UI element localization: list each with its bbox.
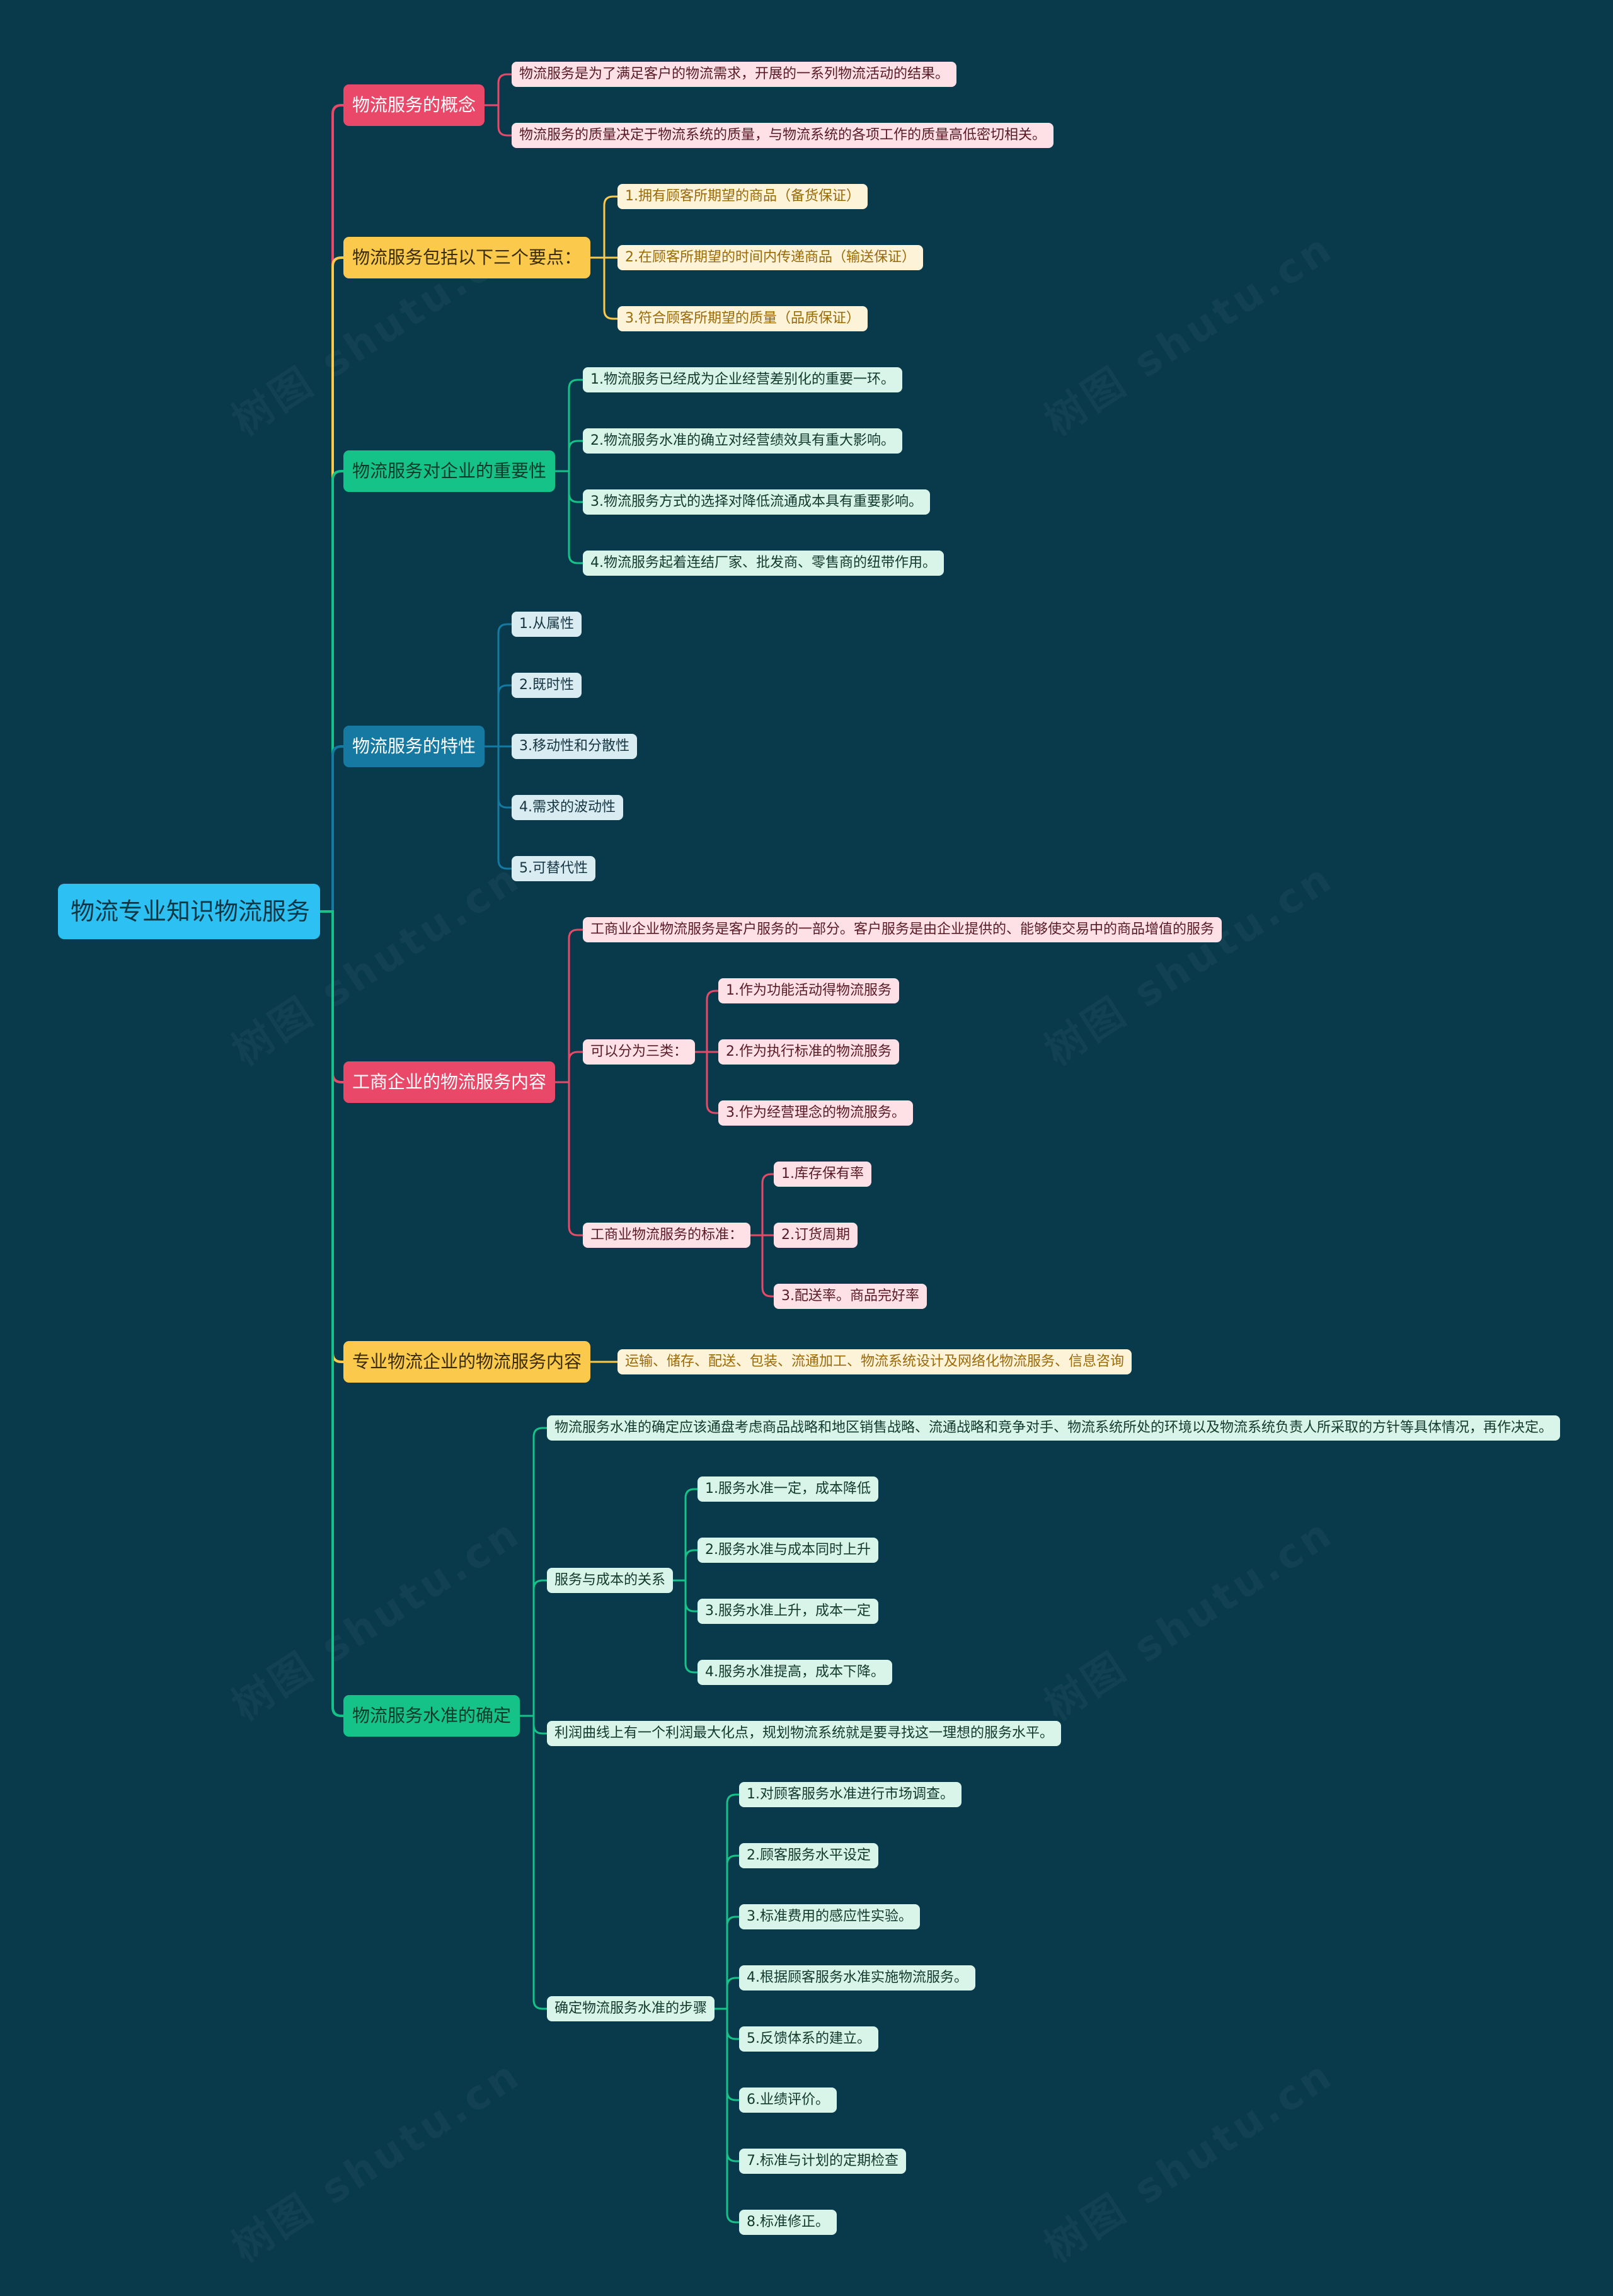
- branch-5-child-2-item-2[interactable]: 2.作为执行标准的物流服务: [718, 1039, 899, 1065]
- branch-7-child-4-item-4[interactable]: 4.根据顾客服务水准实施物流服务。: [739, 1965, 975, 1990]
- connector-line: [750, 1234, 774, 1298]
- connector-line: [320, 256, 343, 913]
- connector-line: [555, 470, 583, 564]
- branch-7-child-3[interactable]: 利润曲线上有一个利润最大化点，规划物流系统就是要寻找这一理想的服务水平。: [547, 1721, 1062, 1746]
- branch-7-child-4-item-2[interactable]: 2.顾客服务水平设定: [739, 1843, 878, 1868]
- connector-line: [485, 623, 512, 748]
- branch-7-child-2-item-1[interactable]: 1.服务水准一定，成本降低: [697, 1476, 878, 1502]
- branch-5-child-3-item-3[interactable]: 3.配送率。商品完好率: [774, 1284, 927, 1309]
- branch-2-child-1[interactable]: 1.拥有顾客所期望的商品（备货保证）: [617, 184, 868, 209]
- connector-line: [555, 928, 583, 1083]
- connector-line: [320, 104, 343, 913]
- branch-node-2[interactable]: 物流服务包括以下三个要点：: [343, 237, 591, 278]
- connector-line: [715, 1977, 739, 2010]
- connector-line: [695, 990, 718, 1053]
- branch-7-child-4-item-1[interactable]: 1.对顾客服务水准进行市场调查。: [739, 1782, 961, 1807]
- branch-node-7[interactable]: 物流服务水准的确定: [343, 1695, 520, 1737]
- connector-line: [485, 104, 512, 137]
- branch-7-child-4-item-7[interactable]: 7.标准与计划的定期检查: [739, 2149, 906, 2174]
- branch-3-child-1[interactable]: 1.物流服务已经成为企业经营差别化的重要一环。: [583, 367, 902, 392]
- connector-line: [320, 470, 343, 913]
- branch-4-child-3[interactable]: 3.移动性和分散性: [512, 734, 637, 759]
- branch-node-3[interactable]: 物流服务对企业的重要性: [343, 450, 556, 492]
- branch-5-child-3-item-2[interactable]: 2.订货周期: [774, 1223, 858, 1248]
- connector-line: [520, 1579, 547, 1717]
- connector-line: [320, 910, 343, 1717]
- connector-line: [320, 745, 343, 913]
- branch-1-child-2[interactable]: 物流服务的质量决定于物流系统的质量，与物流系统的各项工作的质量高低密切相关。: [512, 123, 1054, 148]
- branch-5-child-2[interactable]: 可以分为三类：: [583, 1039, 696, 1065]
- connector-line: [590, 195, 617, 259]
- connector-line: [695, 1051, 718, 1114]
- branch-5-child-2-item-3[interactable]: 3.作为经营理念的物流服务。: [718, 1100, 913, 1126]
- branch-7-child-4-item-3[interactable]: 3.标准费用的感应性实验。: [739, 1904, 920, 1929]
- branch-7-child-2[interactable]: 服务与成本的关系: [547, 1568, 674, 1593]
- branch-node-4[interactable]: 物流服务的特性: [343, 726, 485, 767]
- connector-line: [485, 73, 512, 106]
- connector-line: [520, 1427, 547, 1717]
- connector-line: [673, 1488, 697, 1582]
- branch-5-child-3-item-1[interactable]: 1.库存保有率: [774, 1162, 871, 1187]
- connector-line: [750, 1173, 774, 1237]
- connector-line: [555, 1051, 583, 1083]
- branch-7-child-2-item-3[interactable]: 3.服务水准上升，成本一定: [697, 1599, 878, 1624]
- branch-3-child-4[interactable]: 4.物流服务起着连结厂家、批发商、零售商的纽带作用。: [583, 551, 944, 576]
- connector-line: [673, 1579, 697, 1674]
- branch-7-child-4-item-5[interactable]: 5.反馈体系的建立。: [739, 2026, 878, 2052]
- branch-4-child-1[interactable]: 1.从属性: [512, 612, 582, 637]
- connector-line: [485, 745, 512, 870]
- branch-4-child-2[interactable]: 2.既时性: [512, 673, 582, 698]
- branch-3-child-3[interactable]: 3.物流服务方式的选择对降低流通成本具有重要影响。: [583, 489, 930, 515]
- connector-line: [673, 1549, 697, 1582]
- branch-node-5[interactable]: 工商企业的物流服务内容: [343, 1061, 556, 1103]
- branch-1-child-1[interactable]: 物流服务是为了满足客户的物流需求，开展的一系列物流活动的结果。: [512, 62, 957, 87]
- branch-5-child-3[interactable]: 工商业物流服务的标准：: [583, 1223, 751, 1248]
- connector-line: [520, 1715, 547, 2010]
- branch-node-6[interactable]: 专业物流企业的物流服务内容: [343, 1341, 591, 1383]
- branch-6-child-1[interactable]: 运输、储存、配送、包装、流通加工、物流系统设计及网络化物流服务、信息咨询: [617, 1349, 1132, 1374]
- branch-7-child-1[interactable]: 物流服务水准的确定应该通盘考虑商品战略和地区销售战略、流通战略和竞争对手、物流系…: [547, 1415, 1561, 1441]
- branch-3-child-2[interactable]: 2.物流服务水准的确立对经营绩效具有重大影响。: [583, 428, 902, 454]
- branch-5-child-1[interactable]: 工商业企业物流服务是客户服务的一部分。客户服务是由企业提供的、能够使交易中的商品…: [583, 917, 1222, 942]
- connector-line: [590, 256, 617, 320]
- connector-line: [555, 440, 583, 472]
- branch-4-child-5[interactable]: 5.可替代性: [512, 856, 595, 881]
- connector-line: [715, 2008, 739, 2224]
- branch-7-child-4[interactable]: 确定物流服务水准的步骤: [547, 1996, 715, 2021]
- connector-line: [715, 1916, 739, 2010]
- branch-7-child-2-item-4[interactable]: 4.服务水准提高，成本下降。: [697, 1660, 892, 1685]
- branch-5-child-2-item-1[interactable]: 1.作为功能活动得物流服务: [718, 978, 899, 1003]
- root-node[interactable]: 物流专业知识物流服务: [58, 884, 320, 939]
- connector-line: [715, 1793, 739, 2010]
- branch-2-child-2[interactable]: 2.在顾客所期望的时间内传递商品（输送保证）: [617, 245, 923, 270]
- branch-2-child-3[interactable]: 3.符合顾客所期望的质量（品质保证）: [617, 306, 868, 331]
- branch-7-child-4-item-8[interactable]: 8.标准修正。: [739, 2210, 837, 2235]
- connector-line: [555, 1081, 583, 1237]
- branch-7-child-2-item-2[interactable]: 2.服务水准与成本同时上升: [697, 1538, 878, 1563]
- connector-line: [555, 379, 583, 472]
- connector-line: [485, 684, 512, 748]
- branch-7-child-4-item-6[interactable]: 6.业绩评价。: [739, 2088, 837, 2113]
- branch-node-1[interactable]: 物流服务的概念: [343, 84, 485, 126]
- connector-line: [715, 1854, 739, 2010]
- branch-4-child-4[interactable]: 4.需求的波动性: [512, 795, 623, 820]
